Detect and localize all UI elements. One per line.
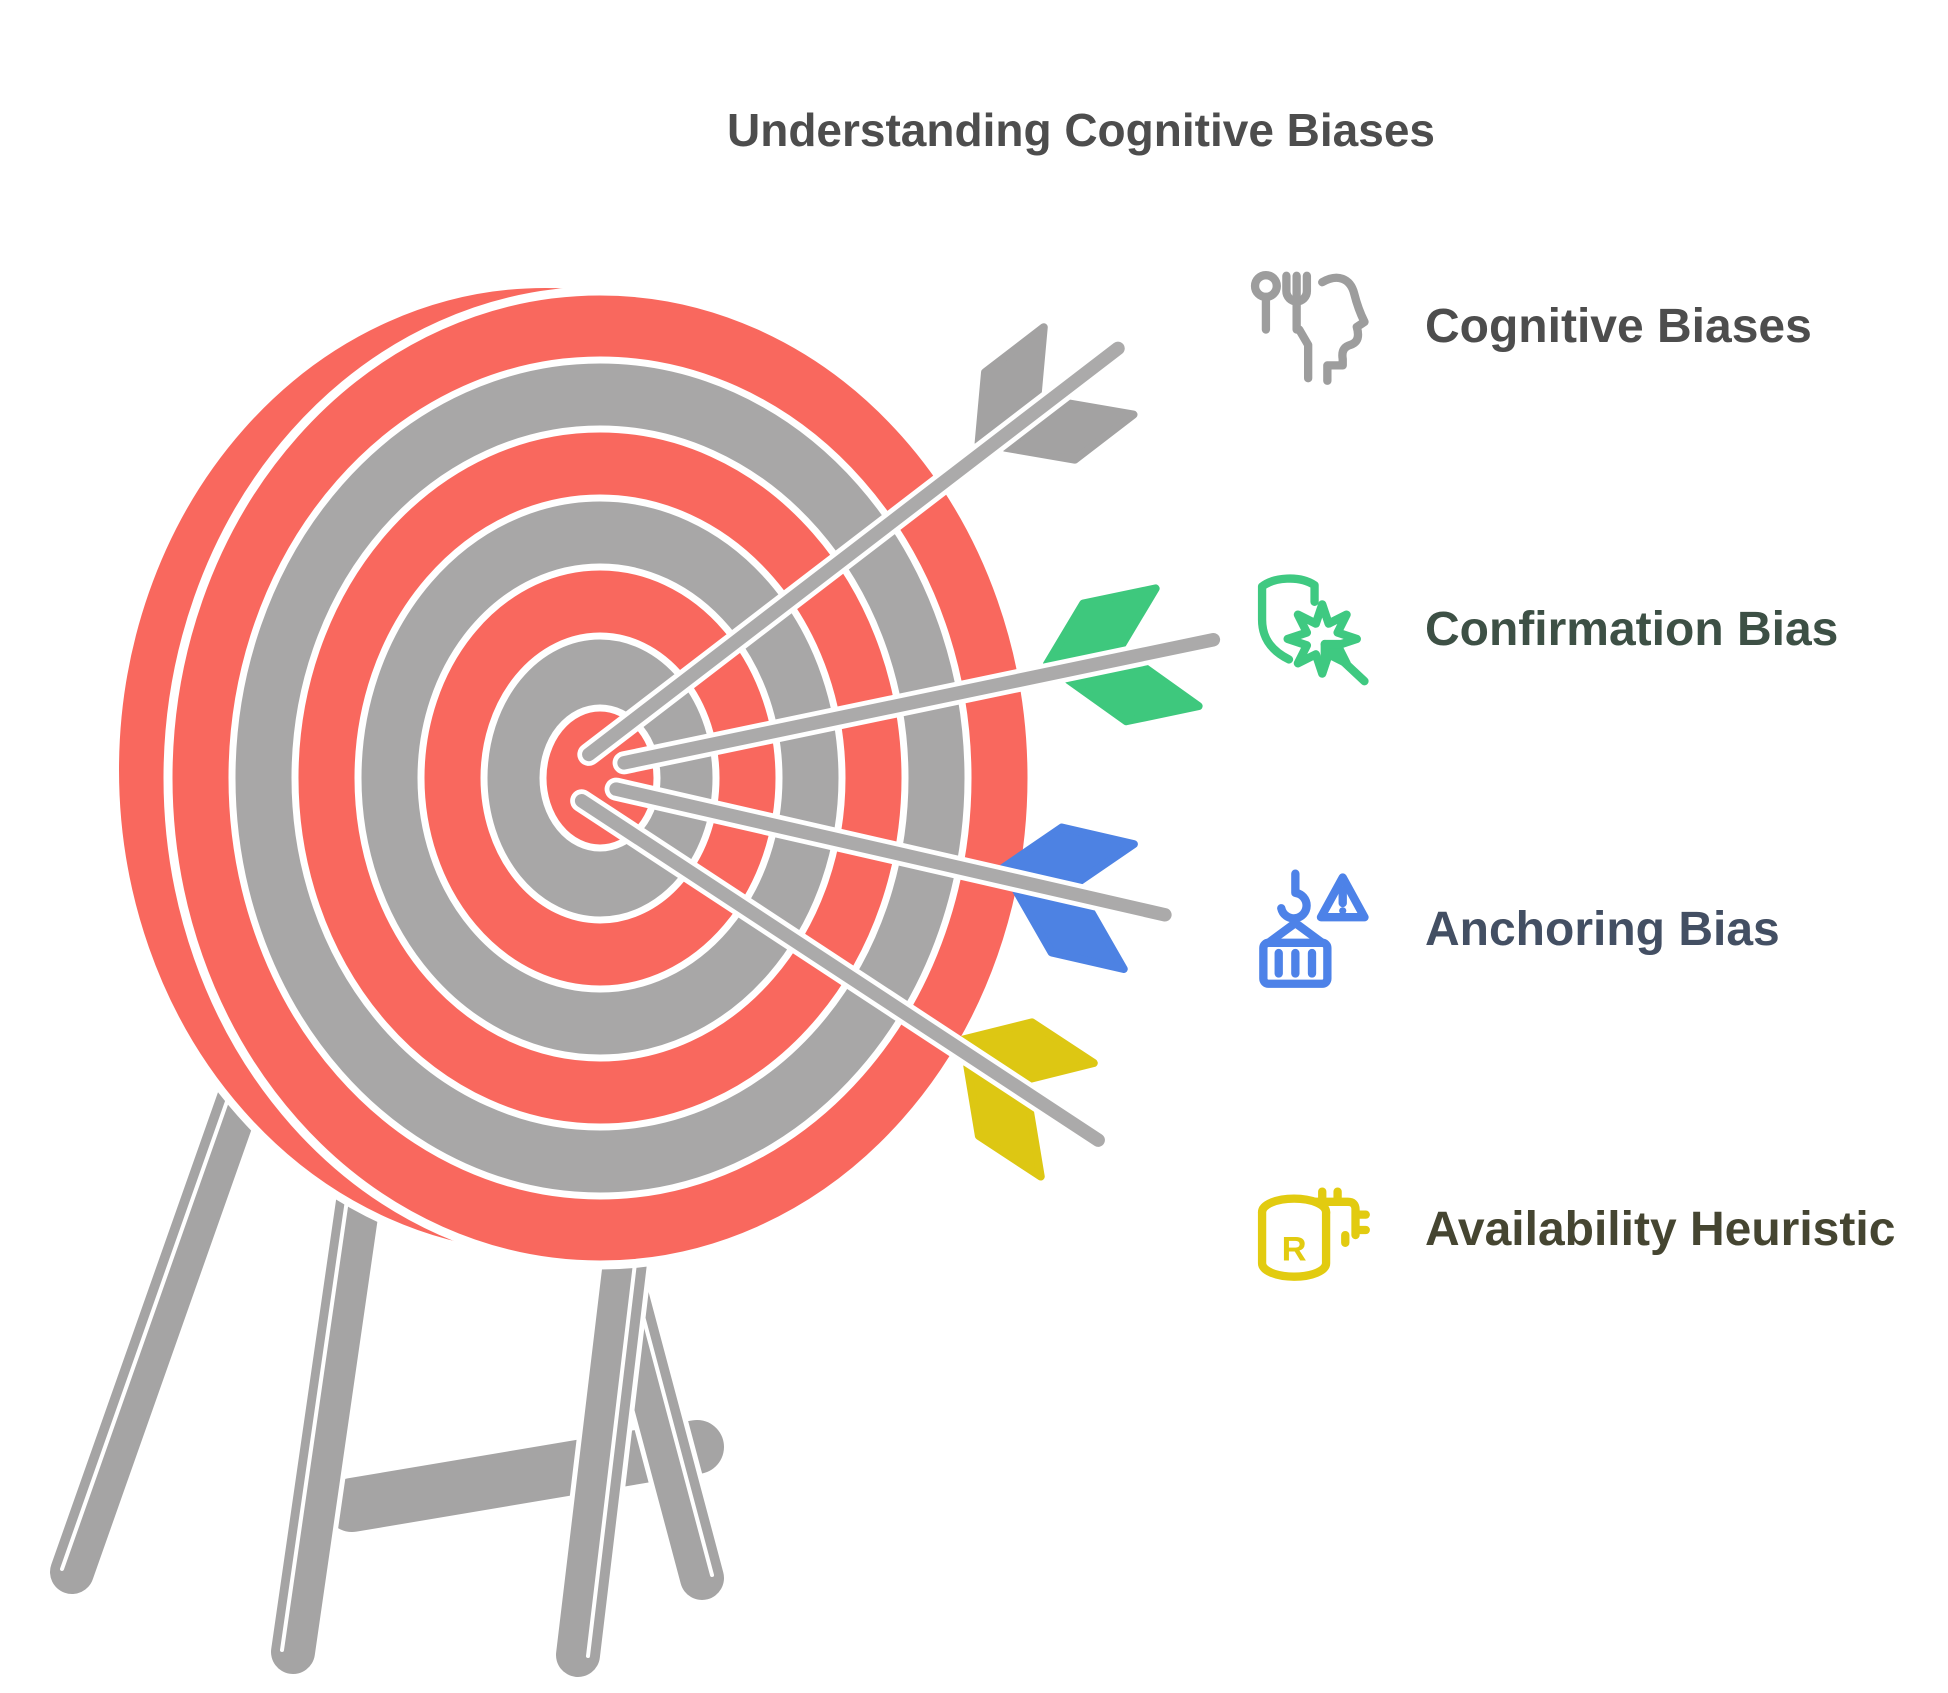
legend-item-label: Availability Heuristic	[1425, 1203, 1896, 1256]
arrow-green	[612, 584, 1225, 775]
database-letter-r: R	[1282, 1231, 1307, 1269]
shield-impact-arrow-icon	[1257, 574, 1369, 686]
head-with-cutlery-icon	[1250, 271, 1369, 385]
target-board	[111, 280, 1037, 1270]
arrow-yellow	[570, 789, 1110, 1181]
legend-item-anchoring-bias: Anchoring Bias	[1248, 866, 1780, 994]
legend-item-label: Cognitive Biases	[1425, 300, 1812, 353]
legend-item-availability-heuristic: R Availability Heuristic	[1248, 1166, 1895, 1294]
legend-item-label: Anchoring Bias	[1425, 903, 1780, 956]
arrow-gray	[577, 323, 1138, 766]
legend-item-cognitive-biases: Cognitive Biases	[1248, 263, 1812, 391]
page-title: Understanding Cognitive Biases	[727, 104, 1436, 156]
arrow-blue	[604, 777, 1177, 973]
legend-item-confirmation-bias: Confirmation Bias	[1248, 566, 1838, 694]
database-r-chip-icon: R	[1257, 1187, 1370, 1281]
bullseye	[539, 704, 661, 852]
crane-container-warning-icon	[1259, 869, 1369, 988]
legend-item-label: Confirmation Bias	[1425, 603, 1839, 656]
